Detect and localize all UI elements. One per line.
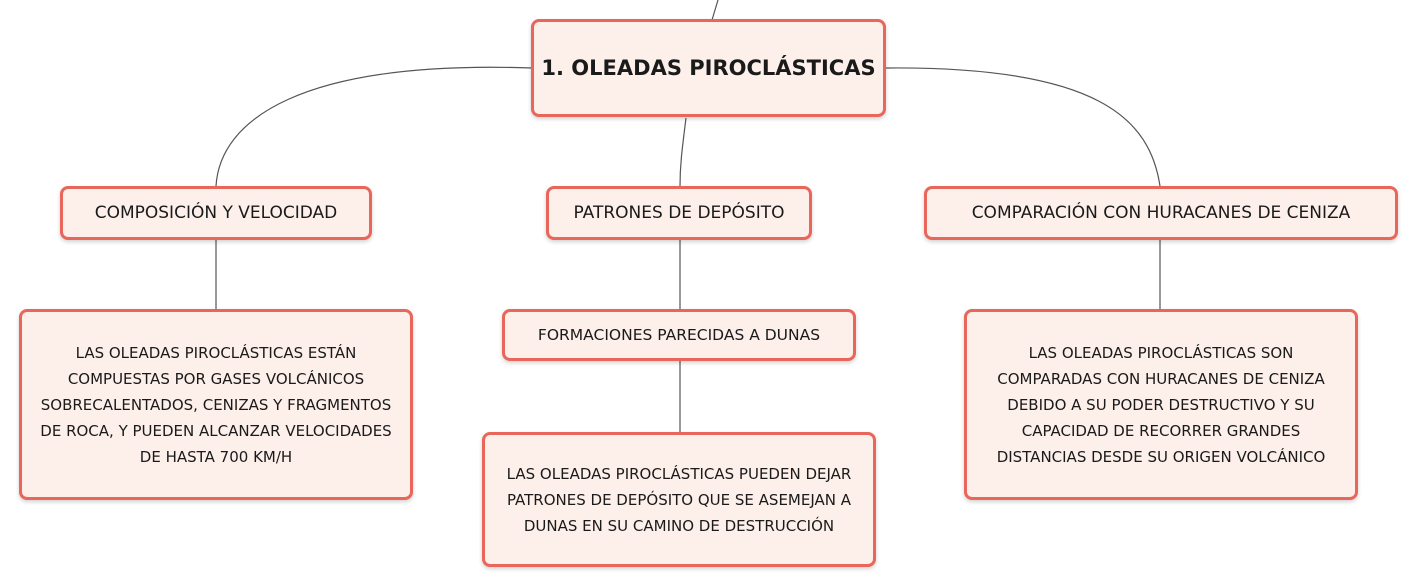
topic-comparacion-label: COMPARACIÓN CON HURACANES DE CENIZA — [971, 203, 1351, 223]
topic-composicion-node[interactable]: COMPOSICIÓN Y VELOCIDAD — [60, 186, 372, 240]
root-label: 1. OLEADAS PIROCLÁSTICAS — [541, 56, 876, 80]
detail-patrones-node[interactable]: LAS OLEADAS PIROCLÁSTICAS PUEDEN DEJAR P… — [482, 432, 876, 567]
detail-composicion-text: LAS OLEADAS PIROCLÁSTICAS ESTÁN COMPUEST… — [40, 343, 392, 466]
topic-patrones-label: PATRONES DE DEPÓSITO — [573, 203, 785, 223]
subtopic-dunas-node[interactable]: FORMACIONES PARECIDAS A DUNAS — [502, 309, 856, 361]
root-node[interactable]: 1. OLEADAS PIROCLÁSTICAS — [531, 19, 886, 117]
detail-comparacion-text: LAS OLEADAS PIROCLÁSTICAS SON COMPARADAS… — [996, 343, 1326, 466]
connector-root-to-composicion — [215, 66, 533, 187]
detail-composicion-node[interactable]: LAS OLEADAS PIROCLÁSTICAS ESTÁN COMPUEST… — [19, 309, 413, 500]
topic-patrones-node[interactable]: PATRONES DE DEPÓSITO — [546, 186, 812, 240]
connector-root-to-patrones — [679, 117, 687, 187]
subtopic-dunas-label: FORMACIONES PARECIDAS A DUNAS — [537, 326, 821, 344]
connector-root-to-comparacion — [885, 67, 1161, 187]
topic-comparacion-node[interactable]: COMPARACIÓN CON HURACANES DE CENIZA — [924, 186, 1398, 240]
detail-patrones-text: LAS OLEADAS PIROCLÁSTICAS PUEDEN DEJAR P… — [506, 464, 852, 535]
connector-from-parent — [711, 0, 719, 21]
topic-composicion-label: COMPOSICIÓN Y VELOCIDAD — [94, 203, 338, 223]
detail-comparacion-node[interactable]: LAS OLEADAS PIROCLÁSTICAS SON COMPARADAS… — [964, 309, 1358, 500]
